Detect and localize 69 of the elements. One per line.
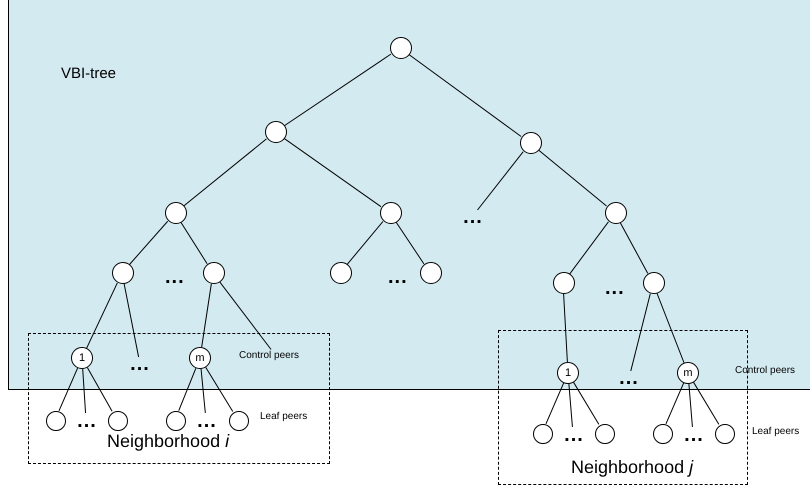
tree-edge xyxy=(58,368,78,412)
tree-edge xyxy=(180,222,208,264)
circle-node xyxy=(229,411,249,431)
circle-node xyxy=(533,424,553,444)
circle-node xyxy=(643,272,665,294)
circle-node xyxy=(380,202,402,224)
tree-edge xyxy=(183,138,267,207)
tree-edge xyxy=(86,282,118,349)
tree-edge xyxy=(284,138,382,208)
tree-edge xyxy=(86,367,113,412)
tree-edge xyxy=(128,220,168,266)
circle-node xyxy=(166,411,186,431)
tree-edge xyxy=(538,150,607,206)
tree-edge xyxy=(665,382,684,424)
tree-edge xyxy=(476,151,524,210)
circle-node xyxy=(520,132,542,154)
ellipsis-text: ... xyxy=(679,428,709,442)
tree-edge xyxy=(688,383,693,428)
ellipsis-text: ... xyxy=(388,270,408,284)
circle-node xyxy=(715,424,735,444)
tree-edge xyxy=(573,382,600,425)
tree-edge xyxy=(396,222,424,264)
level-label: Leaf peers xyxy=(752,426,800,437)
tree-edge xyxy=(124,283,140,358)
tree-edge xyxy=(205,366,234,412)
circle-node xyxy=(108,411,128,431)
circle-node xyxy=(330,262,352,284)
tree-edge xyxy=(568,383,573,428)
tree-edge xyxy=(178,368,196,412)
circle-node xyxy=(605,202,627,224)
circle-node xyxy=(46,411,66,431)
circle-node xyxy=(203,262,225,284)
circle-node xyxy=(420,262,442,284)
tree-edge xyxy=(569,221,609,275)
tree-edge xyxy=(620,222,648,274)
neighborhood-title: Neighborhood j xyxy=(571,457,694,478)
ellipsis-text: ... xyxy=(192,414,222,428)
tree-edge xyxy=(201,283,212,348)
ellipsis-text: ... xyxy=(125,357,155,371)
tree-edge xyxy=(408,54,522,137)
ellipsis-text: ... xyxy=(72,414,102,428)
tree-edge xyxy=(82,368,86,414)
tree-edge xyxy=(693,382,720,425)
tree-edge xyxy=(346,220,384,266)
circle-node xyxy=(595,424,615,444)
tree-edge xyxy=(630,293,651,372)
ellipsis-text: ... xyxy=(614,371,644,385)
circle-node xyxy=(112,262,134,284)
ellipsis-text: ... xyxy=(165,270,185,284)
circle-node xyxy=(653,424,673,444)
level-label: Leaf peers xyxy=(260,411,308,422)
ellipsis-text: ... xyxy=(458,210,488,224)
tree-edge xyxy=(563,293,568,363)
level-label: Control peers xyxy=(735,365,796,376)
tree-panel xyxy=(8,0,810,390)
ellipsis-text: ... xyxy=(605,281,625,295)
tree-title: VBI-tree xyxy=(61,65,116,82)
circle-node xyxy=(390,37,412,59)
tree-edge xyxy=(200,368,206,414)
ellipsis-text: ... xyxy=(559,428,589,442)
circle-node xyxy=(265,121,287,143)
neighborhood-title: Neighborhood i xyxy=(107,431,230,452)
level-label: Control peers xyxy=(239,350,313,362)
tree-edge xyxy=(219,281,272,350)
circle-node xyxy=(165,202,187,224)
circle-node xyxy=(553,272,575,294)
tree-edge xyxy=(656,292,685,364)
tree-edge xyxy=(545,382,564,424)
tree-edge xyxy=(284,54,392,126)
